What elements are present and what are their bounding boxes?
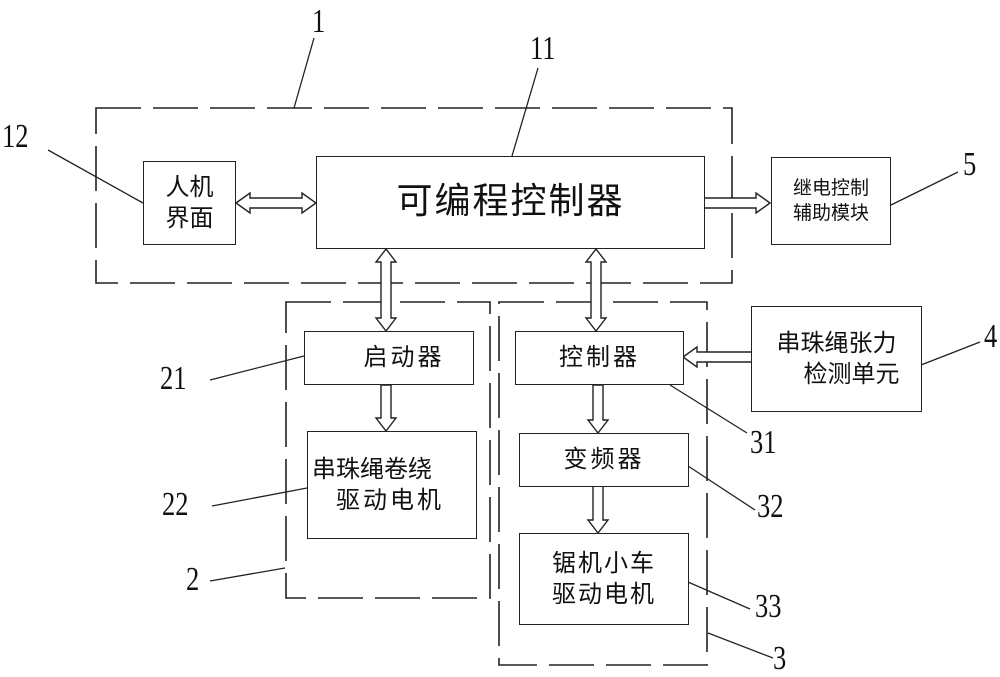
leader-4 <box>921 342 980 365</box>
ref-label-4: 4 <box>984 320 997 354</box>
arrow-hmi-plc <box>236 193 316 213</box>
block-saw-motor: 锯机小车 驱动电机 <box>519 533 689 625</box>
ref-label-31: 31 <box>750 426 777 460</box>
arrow-controller-vfd <box>588 385 608 433</box>
block-tension-sensor-line-2: 检测单元 <box>774 359 900 390</box>
block-starter-title: 启动器 <box>334 342 445 373</box>
block-plc: 可编程控制器 <box>316 156 705 249</box>
block-relay-line-1: 继电控制 <box>793 176 869 201</box>
block-tension-sensor: 串珠绳张力 检测单元 <box>751 306 922 412</box>
block-hmi: 人机 界面 <box>143 161 236 245</box>
leader-22 <box>212 488 307 506</box>
leader-32 <box>688 466 755 510</box>
leader-3 <box>708 633 773 658</box>
ref-label-5: 5 <box>963 148 976 182</box>
block-hmi-line-1: 人机 <box>166 172 214 203</box>
leader-5 <box>891 172 958 205</box>
ref-label-11: 11 <box>530 32 556 66</box>
block-starter: 启动器 <box>304 331 474 385</box>
ref-label-33: 33 <box>755 590 782 624</box>
arrow-starter-winding <box>376 385 396 431</box>
block-hmi-line-2: 界面 <box>166 203 214 234</box>
block-winding-motor: 串珠绳卷绕 驱动电机 <box>307 431 477 539</box>
block-saw-motor-line-2: 驱动电机 <box>552 579 656 610</box>
leader-2 <box>210 568 285 581</box>
ref-label-12: 12 <box>2 120 29 154</box>
leader-31 <box>670 385 747 433</box>
block-relay: 继电控制 辅助模块 <box>771 157 891 245</box>
ref-label-32: 32 <box>757 490 784 524</box>
block-winding-motor-line-1: 串珠绳卷绕 <box>308 454 432 485</box>
arrow-plc-controller <box>586 249 606 331</box>
ref-label-2: 2 <box>186 563 199 597</box>
block-controller-title: 控制器 <box>559 342 640 373</box>
block-winding-motor-line-2: 驱动电机 <box>308 485 444 516</box>
block-tension-sensor-line-1: 串珠绳张力 <box>777 328 897 359</box>
block-vfd-title: 变频器 <box>564 444 645 475</box>
leader-33 <box>688 582 750 609</box>
ref-label-21: 21 <box>160 362 187 396</box>
ref-label-3: 3 <box>773 642 786 676</box>
arrow-tension-controller <box>683 347 752 367</box>
block-vfd: 变频器 <box>519 433 689 487</box>
arrow-plc-starter <box>376 249 396 331</box>
block-relay-line-2: 辅助模块 <box>793 201 869 226</box>
ref-label-1: 1 <box>312 5 325 39</box>
leader-11 <box>512 68 538 156</box>
block-plc-title: 可编程控制器 <box>396 179 624 226</box>
ref-label-22: 22 <box>162 488 189 522</box>
leader-1 <box>294 38 314 108</box>
arrow-plc-relay <box>704 193 770 213</box>
leader-21 <box>210 356 304 380</box>
block-saw-motor-line-1: 锯机小车 <box>552 548 656 579</box>
arrow-vfd-sawmotor <box>588 486 608 533</box>
block-controller: 控制器 <box>515 331 684 385</box>
